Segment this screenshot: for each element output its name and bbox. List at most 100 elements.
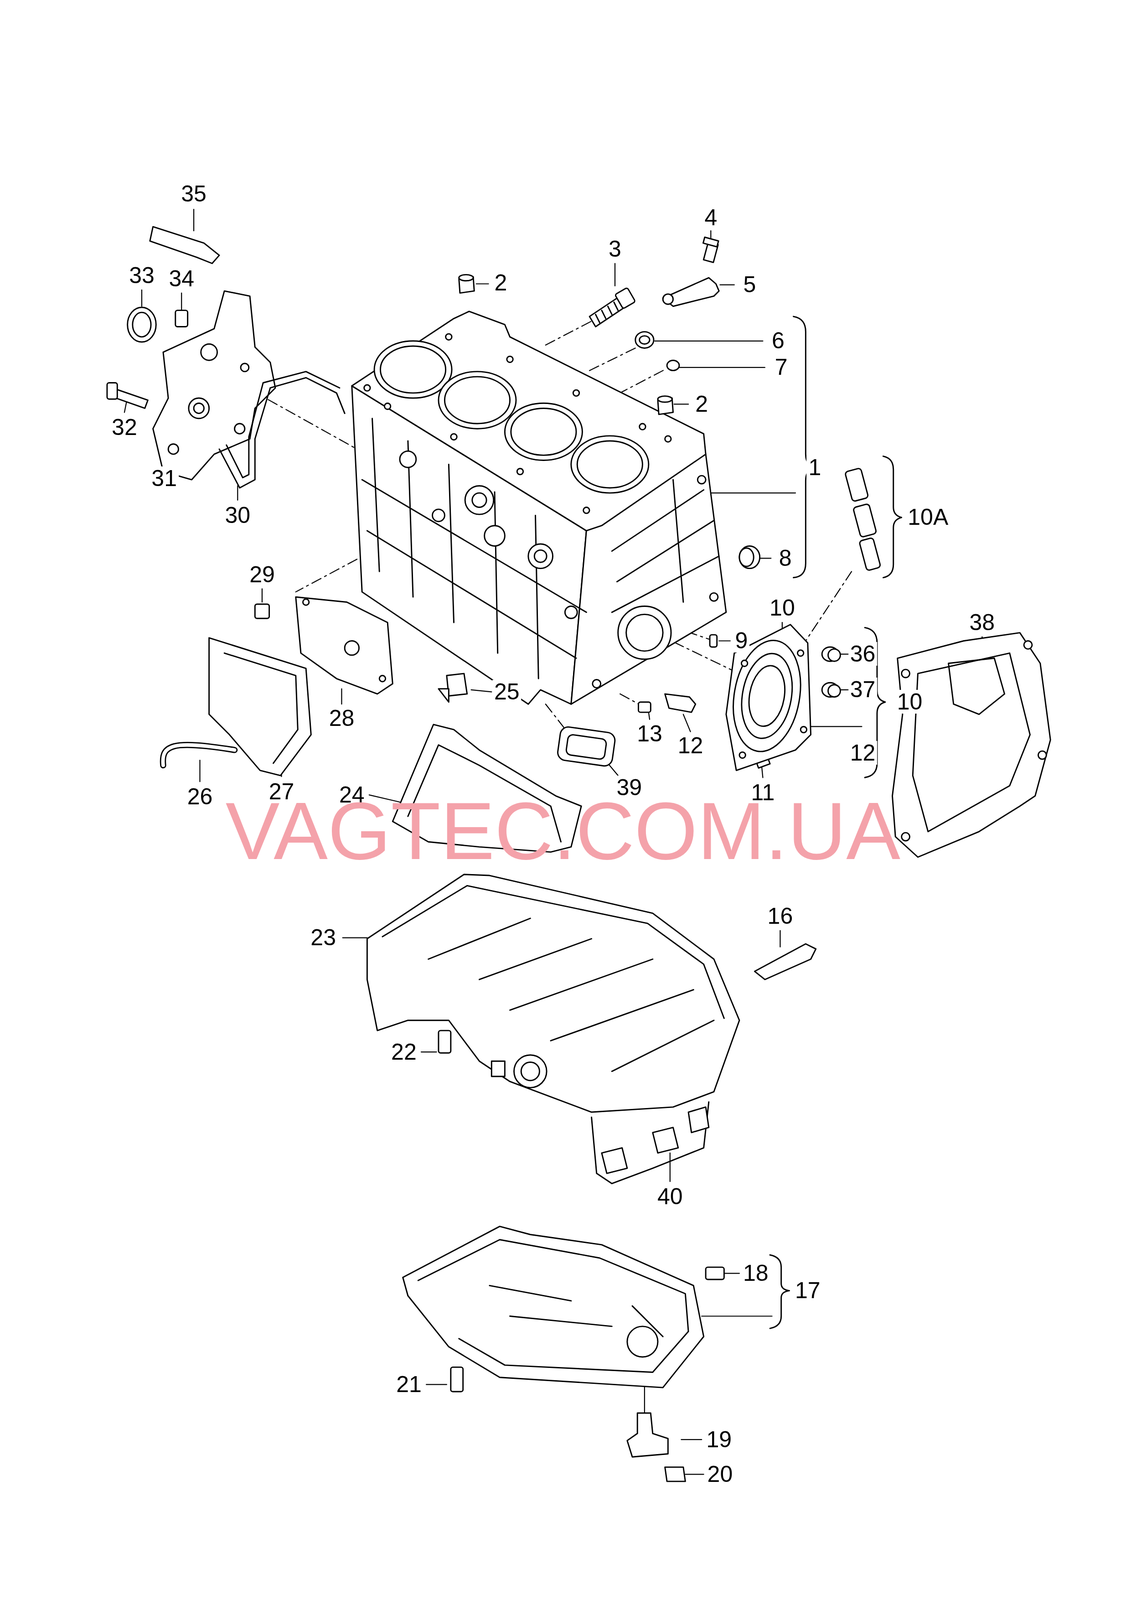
plug-bolt (635, 331, 654, 349)
callout-number: 9 (733, 628, 750, 653)
timing-cover (201, 343, 218, 361)
engine-block (380, 346, 446, 393)
engine-block (534, 549, 547, 563)
cylinder-head-bolt (844, 467, 869, 502)
plug-bolt (614, 287, 636, 309)
gasket (948, 658, 1005, 715)
engine-block (351, 311, 706, 531)
leader-line (141, 289, 143, 307)
engine-block (464, 485, 494, 515)
leader-line (718, 640, 731, 641)
leader-line (124, 402, 127, 413)
gasket (901, 669, 910, 678)
leader-line (674, 403, 689, 405)
upper-oil-pan (366, 874, 816, 1184)
engine-block (506, 356, 513, 362)
timing-cover (132, 312, 151, 337)
callout-number: 21 (394, 1372, 424, 1396)
callout-number: 37 (848, 677, 878, 702)
assembly-line (295, 559, 357, 593)
callout-number: 40 (655, 1184, 685, 1209)
callout-number: 3 (606, 237, 624, 261)
upper-oil-pan (521, 1061, 540, 1080)
cover-plate (379, 675, 386, 682)
leader-line (614, 263, 616, 286)
engine-block (626, 614, 664, 651)
plug-bolt (459, 237, 841, 768)
leader-line (426, 1383, 447, 1385)
seal-flange (724, 635, 809, 757)
callout-number: 6 (769, 328, 787, 353)
upper-oil-pan (754, 943, 816, 980)
engine-block (528, 543, 553, 569)
cover-plate (446, 673, 468, 696)
assembly-line (545, 318, 597, 346)
leader-line (701, 1315, 772, 1317)
seal-flange (741, 660, 748, 667)
plug-bolt (595, 302, 618, 323)
engine-block (472, 492, 487, 507)
engine-block (450, 433, 457, 440)
leader-line (648, 712, 650, 720)
lower-oil-pan (627, 1412, 668, 1457)
plug-bolt (702, 237, 719, 247)
callout-number: 10 (767, 595, 797, 620)
engine-block (445, 333, 452, 340)
lower-oil-pan (450, 1366, 464, 1392)
leader-line (779, 930, 781, 947)
timing-cover (226, 371, 340, 478)
callout-number: 31 (149, 466, 179, 491)
gasket (901, 832, 910, 841)
upper-oil-pan (491, 1060, 505, 1077)
engine-block (577, 440, 643, 488)
leader-line (683, 714, 691, 732)
callout-number: 2 (492, 270, 510, 295)
engine-block (374, 340, 452, 398)
callout-number: 35 (179, 181, 209, 206)
engine-block (709, 592, 718, 601)
leader-line (685, 1473, 704, 1475)
callout-number: 2 (693, 392, 710, 416)
timing-cover (149, 226, 220, 264)
lower-oil-pan (627, 1326, 658, 1357)
leader-line (759, 557, 772, 559)
group-brace (793, 316, 815, 578)
upper-oil-pan (438, 1030, 451, 1053)
cylinder-head-bolt (852, 503, 877, 538)
engine-block (611, 479, 719, 613)
engine-block (665, 435, 672, 442)
callout-number: 25 (492, 679, 522, 704)
gasket (1038, 750, 1047, 760)
callout-number: 22 (389, 1039, 419, 1064)
leader-line (761, 767, 763, 778)
engine-block (384, 402, 391, 409)
leader-line (669, 1152, 671, 1182)
leader-line (193, 209, 195, 231)
leader-line (719, 284, 734, 286)
cover-plate (302, 599, 309, 605)
plug-bolt (739, 547, 754, 567)
cylinder-head-bolt (844, 467, 881, 571)
upper-oil-pan (428, 918, 714, 1072)
engine-block (516, 468, 523, 475)
callout-number: 7 (773, 355, 790, 379)
seal-flange (735, 649, 799, 743)
callout-number: 26 (185, 784, 215, 809)
gasket (892, 632, 1051, 858)
callout-number: 5 (741, 272, 758, 297)
engine-block (438, 371, 517, 429)
seal-flange (744, 662, 790, 729)
timing-cover (127, 307, 157, 342)
seal-flange (797, 650, 804, 656)
callout-number: 38 (967, 610, 997, 635)
timing-cover (107, 382, 118, 400)
cylinder-head-bolt (858, 537, 881, 571)
timing-cover (168, 444, 179, 455)
plug-bolt (662, 277, 719, 307)
leader-line (703, 492, 796, 494)
cover-plate (162, 596, 467, 776)
callout-number: 12 (676, 733, 706, 758)
cover-plate (295, 596, 393, 694)
gasket (1023, 640, 1033, 650)
plug-bolt (459, 274, 474, 281)
